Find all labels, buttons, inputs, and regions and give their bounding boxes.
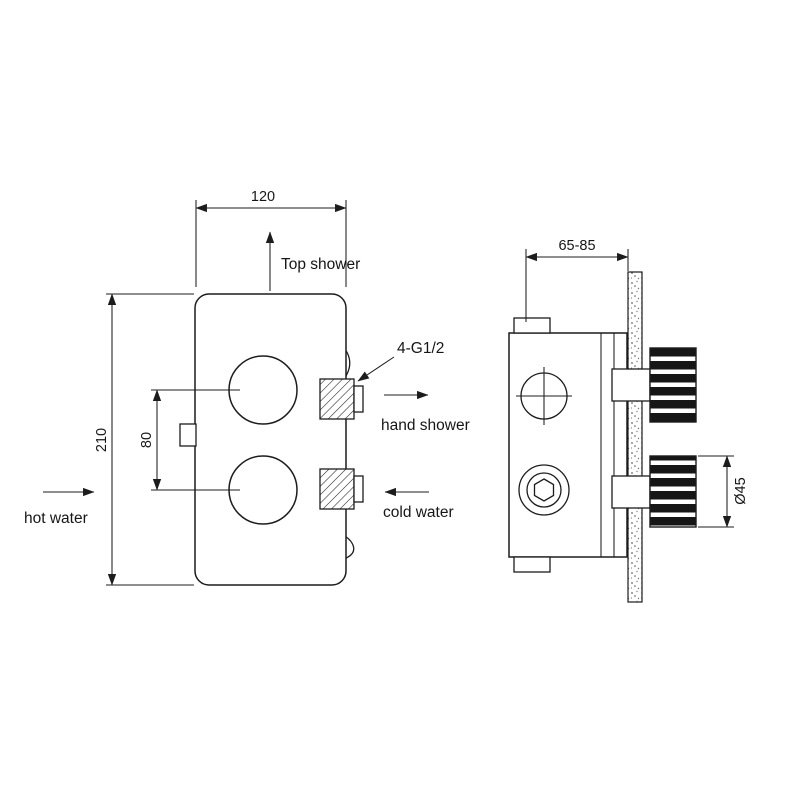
cold-water-label: cold water (383, 504, 454, 521)
top-shower-annotation: Top shower (265, 231, 360, 291)
dim-height: 210 (94, 293, 194, 586)
faceplate (194, 293, 347, 586)
hot-water-annotation: hot water (24, 487, 95, 527)
thread-label: 4-G1/2 (397, 340, 444, 357)
thread-leader-line (357, 356, 395, 382)
valve-body (508, 332, 628, 558)
dim-depth: 65-85 (525, 238, 629, 322)
dim-knob-spacing-text: 80 (139, 432, 155, 448)
hot-water-label: hot water (24, 510, 88, 527)
mounting-tab-top (513, 317, 551, 334)
hand-shower-annotation: hand shower (381, 390, 470, 434)
top-stem (611, 368, 651, 402)
dim-width-text: 120 (251, 189, 275, 205)
side-clip (179, 423, 197, 447)
mounting-tab-bottom (513, 556, 551, 573)
bottom-handle (649, 455, 697, 528)
side-view: 65-85 Ø45 (508, 238, 749, 603)
thread-callout: 4-G1/2 (357, 340, 444, 382)
mounting-screw (516, 367, 572, 425)
front-view: 120 210 80 Top shower 4-G1/2 hand shower (24, 189, 470, 586)
wall-section (627, 271, 643, 603)
dim-height-text: 210 (94, 428, 110, 452)
cartridge-nut (518, 464, 570, 516)
dim-depth-text: 65-85 (558, 238, 595, 254)
top-connector (319, 378, 364, 420)
dim-handle-diameter-text: Ø45 (733, 477, 749, 504)
cold-water-annotation: cold water (383, 487, 454, 521)
bottom-stem (611, 475, 651, 509)
top-shower-label: Top shower (281, 256, 360, 273)
hand-shower-label: hand shower (381, 417, 470, 434)
dim-width: 120 (195, 189, 347, 287)
dim-knob-spacing: 80 (139, 389, 240, 491)
dim-handle-diameter: Ø45 (698, 455, 749, 528)
bottom-connector (319, 468, 364, 510)
top-handle (649, 347, 697, 423)
